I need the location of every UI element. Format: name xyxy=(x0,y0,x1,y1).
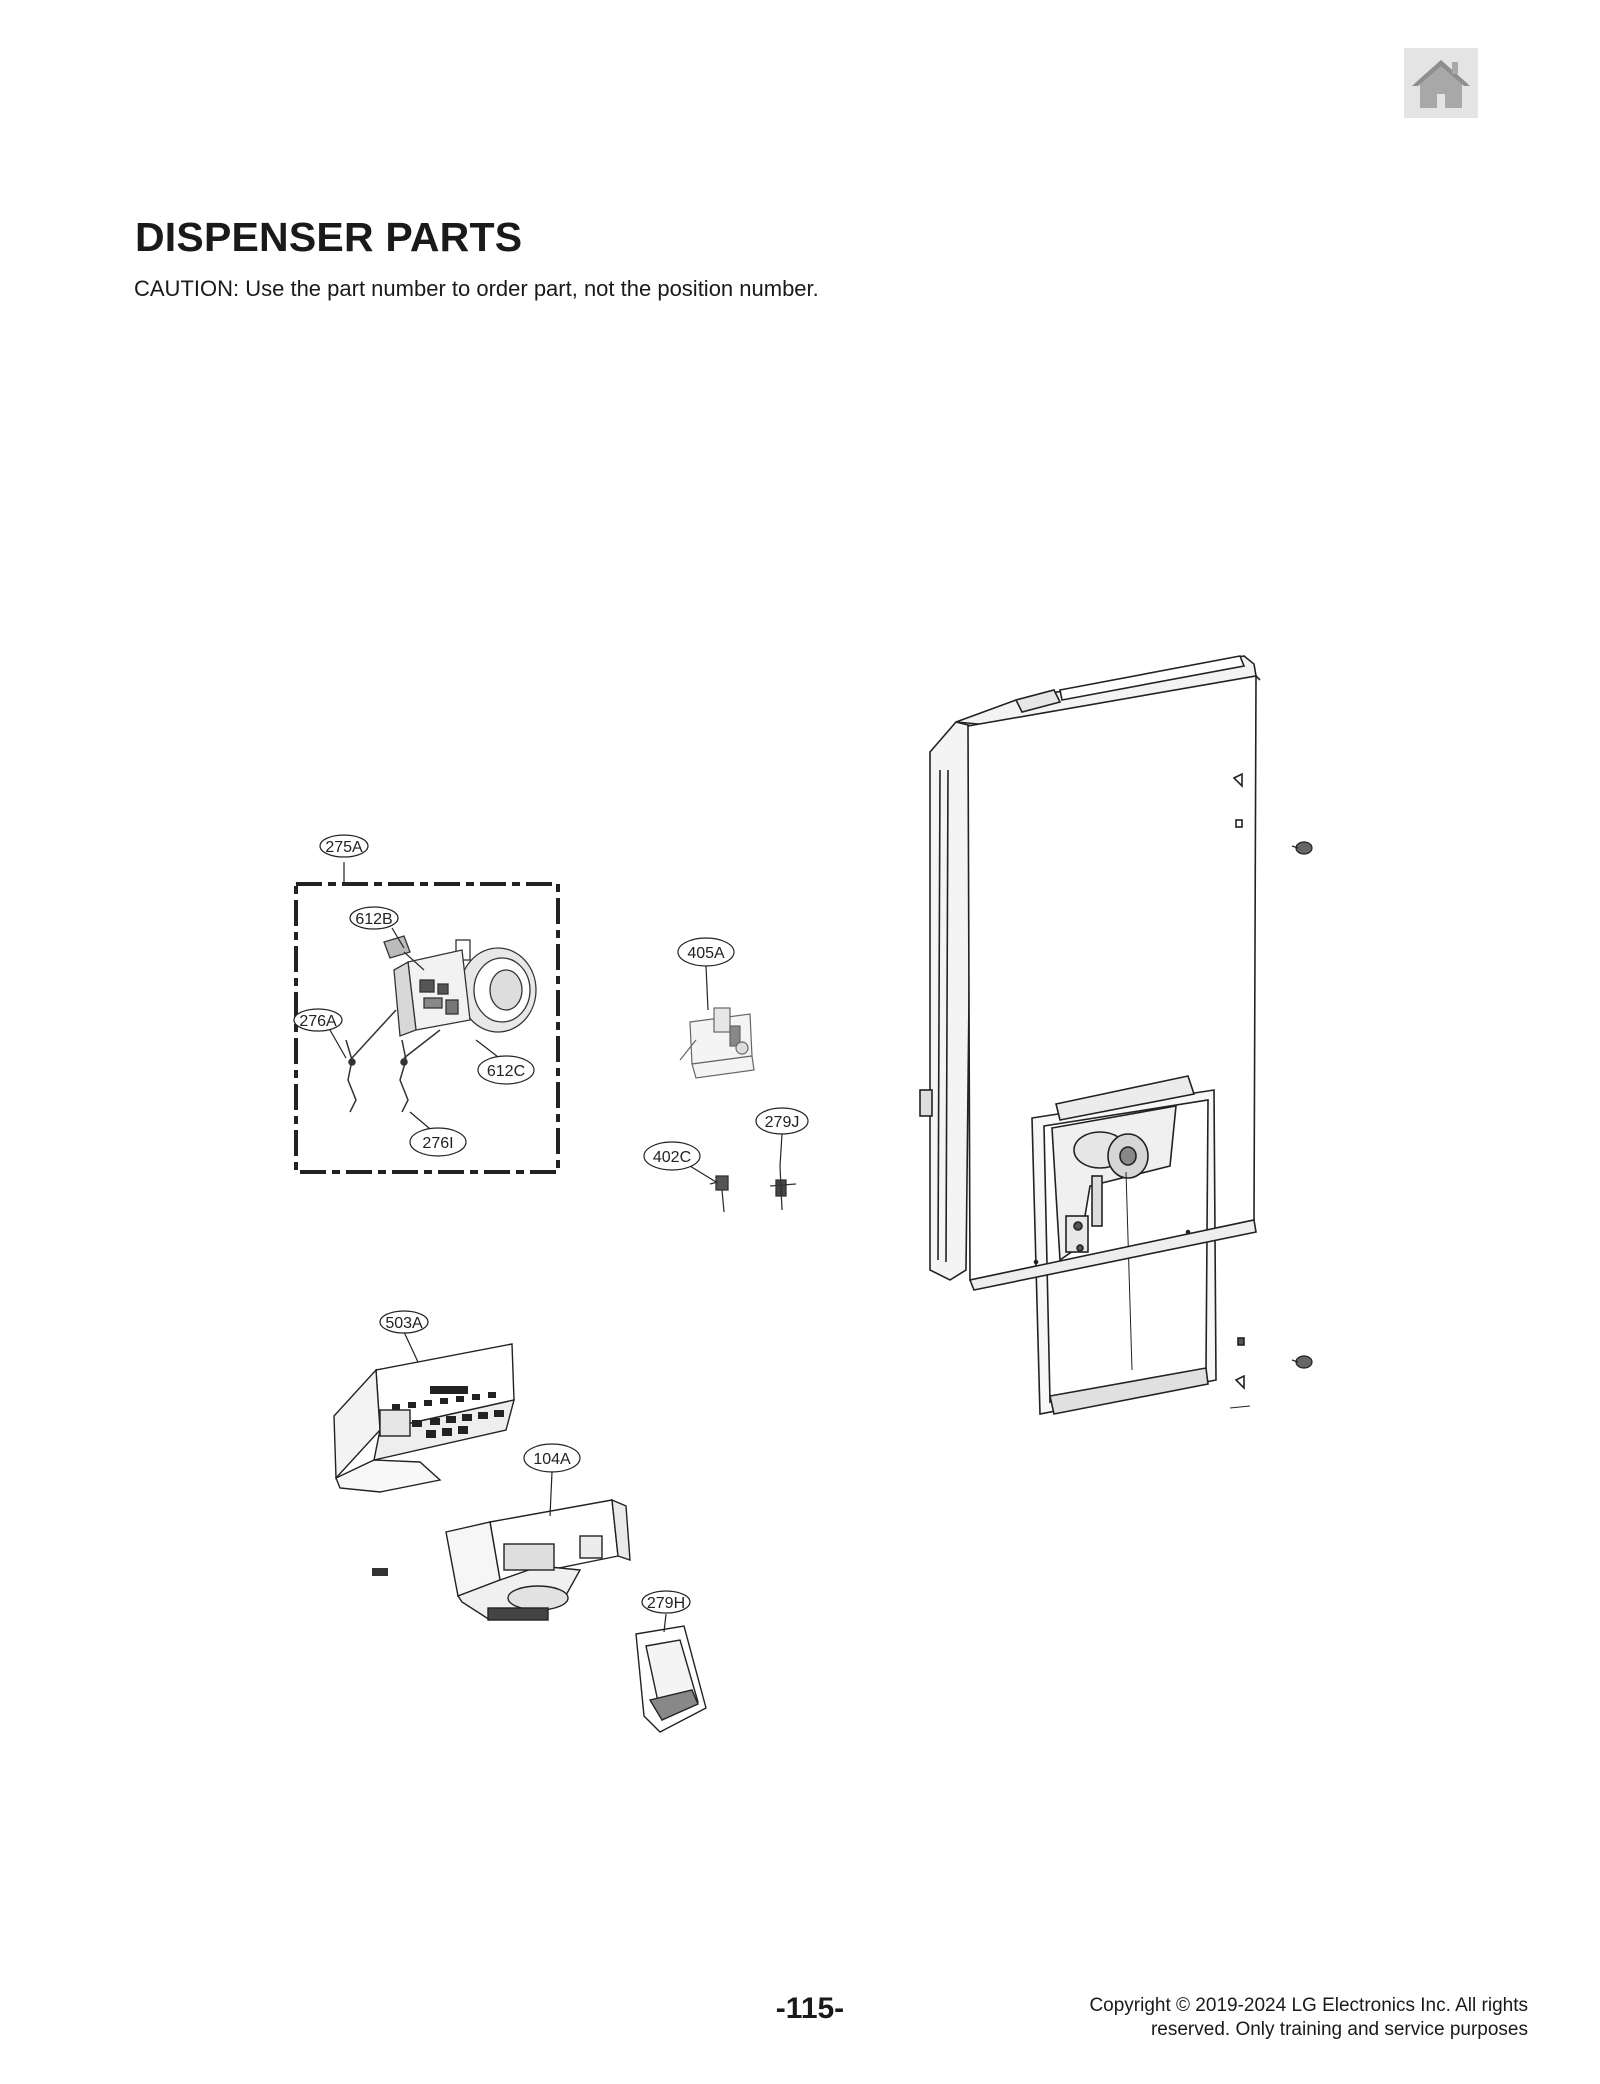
callout-275a: 275A xyxy=(319,834,369,858)
callout-612b: 612B xyxy=(349,906,405,949)
home-icon xyxy=(1412,60,1470,108)
part-279j xyxy=(769,1165,797,1211)
callout-279j: 279J xyxy=(755,1107,809,1167)
part-279h-paddle xyxy=(635,1625,707,1733)
svg-text:279J: 279J xyxy=(765,1114,800,1131)
caution-note: CAUTION: Use the part number to order pa… xyxy=(134,276,819,301)
callout-276i: 276I xyxy=(409,1111,467,1157)
part-402c xyxy=(709,1175,729,1213)
page-title: DISPENSER PARTS xyxy=(135,214,523,260)
svg-text:279H: 279H xyxy=(647,1595,685,1612)
callout-402c: 402C xyxy=(643,1141,717,1183)
callout-405a: 405A xyxy=(677,937,735,1011)
callout-279h: 279H xyxy=(641,1590,691,1633)
svg-text:405A: 405A xyxy=(687,945,725,962)
part-405a xyxy=(679,1007,755,1079)
part-pin xyxy=(372,1568,388,1576)
part-door xyxy=(919,655,1261,1415)
svg-text:276A: 276A xyxy=(299,1013,337,1030)
callout-104a: 104A xyxy=(523,1443,581,1517)
copyright-line-1: Copyright © 2019-2024 LG Electronics Inc… xyxy=(1089,1995,1528,2016)
assembly-275a-box xyxy=(294,882,560,1174)
svg-text:276I: 276I xyxy=(422,1135,453,1152)
callout-503a: 503A xyxy=(379,1310,429,1363)
callout-612c: 612C xyxy=(475,1039,535,1085)
part-104a-housing xyxy=(445,1498,631,1621)
part-503a-control-panel xyxy=(333,1343,515,1493)
svg-text:612B: 612B xyxy=(355,911,392,928)
svg-text:402C: 402C xyxy=(653,1149,691,1166)
copyright-line-2: reserved. Only training and service purp… xyxy=(1150,2019,1528,2040)
svg-text:275A: 275A xyxy=(325,839,363,856)
page-number: -115- xyxy=(775,1992,845,2025)
copyright-notice: Copyright © 2019-2024 LG Electronics Inc… xyxy=(1089,1994,1528,2042)
part-612-motor xyxy=(383,935,537,1037)
svg-text:503A: 503A xyxy=(385,1315,423,1332)
door-screws xyxy=(1291,841,1313,1369)
callout-276a: 276A xyxy=(293,1008,347,1059)
svg-text:104A: 104A xyxy=(533,1451,571,1468)
part-276-springs xyxy=(345,1009,441,1113)
home-button[interactable] xyxy=(1404,48,1478,118)
svg-text:612C: 612C xyxy=(487,1063,525,1080)
